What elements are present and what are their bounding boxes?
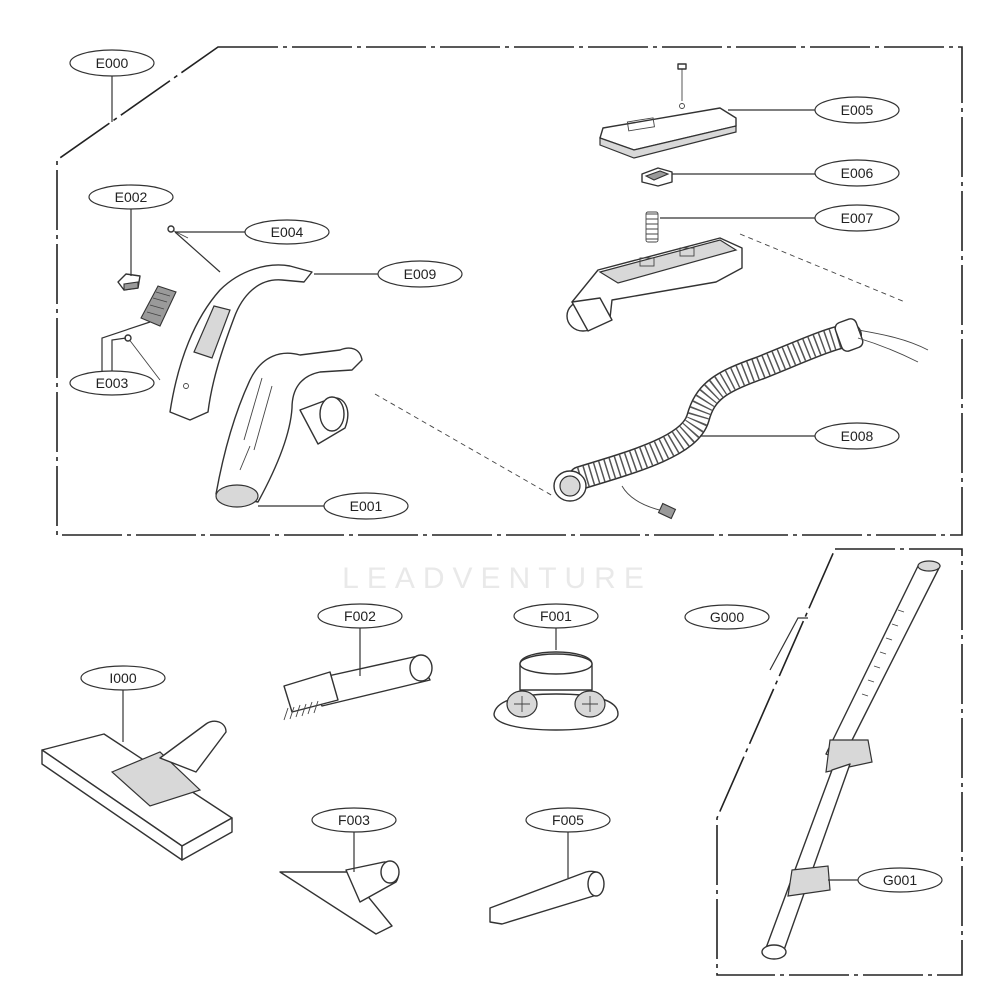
- svg-text:E008: E008: [841, 428, 874, 444]
- callout-f001: F001: [513, 603, 599, 629]
- svg-text:I000: I000: [109, 670, 136, 686]
- svg-text:G001: G001: [883, 872, 917, 888]
- callout-e001: E001: [323, 492, 409, 520]
- callout-e005: E005: [814, 96, 900, 124]
- group-box-e000: [56, 46, 963, 536]
- callout-i000: I000: [80, 665, 166, 691]
- part-f003-upholstery-tool: [279, 860, 400, 935]
- callout-e006: E006: [814, 159, 900, 187]
- svg-text:F001: F001: [540, 608, 572, 624]
- svg-text:F003: F003: [338, 812, 370, 828]
- part-e003-grip-insert: [124, 285, 177, 381]
- part-e007-spring: [645, 211, 659, 243]
- callout-e002: E002: [88, 184, 174, 210]
- callout-e008: E008: [814, 422, 900, 450]
- callout-e003: E003: [69, 370, 155, 396]
- part-e005-screw: [677, 63, 687, 96]
- callout-e004: E004: [244, 219, 330, 245]
- part-g000-telescopic-wand: [761, 560, 941, 960]
- svg-text:G000: G000: [710, 609, 744, 625]
- svg-text:E002: E002: [115, 189, 148, 205]
- part-e006-latch: [641, 167, 673, 187]
- callout-e009: E009: [377, 260, 463, 288]
- leader-lines: [101, 76, 858, 881]
- part-e009-grip-cover: [169, 264, 313, 421]
- svg-text:F005: F005: [552, 812, 584, 828]
- assembly-guide-hose: [374, 393, 554, 497]
- callout-e000: E000: [69, 49, 155, 77]
- callout-g001: G001: [857, 867, 943, 893]
- part-e008-flexible-hose: [553, 318, 929, 520]
- svg-text:E009: E009: [404, 266, 437, 282]
- part-f002-dusting-brush: [283, 654, 433, 721]
- callout-f002: F002: [317, 603, 403, 629]
- svg-text:E000: E000: [96, 55, 129, 71]
- svg-text:E004: E004: [271, 224, 304, 240]
- svg-text:E001: E001: [350, 498, 383, 514]
- svg-text:E005: E005: [841, 102, 874, 118]
- callout-f003: F003: [311, 807, 397, 833]
- assembly-guide-e: [739, 233, 906, 303]
- callout-f005: F005: [525, 807, 611, 833]
- svg-text:E006: E006: [841, 165, 874, 181]
- part-i000-floor-nozzle: [41, 720, 233, 861]
- part-f001-tool-clip: [493, 651, 619, 731]
- svg-text:E003: E003: [96, 375, 129, 391]
- group-box-g000: [716, 548, 963, 976]
- svg-text:F002: F002: [344, 608, 376, 624]
- part-handle-housing: [566, 237, 743, 332]
- part-e004-screw: [167, 225, 189, 239]
- part-f005-crevice-tool: [489, 870, 605, 925]
- svg-text:E007: E007: [841, 210, 874, 226]
- callout-g000: G000: [684, 604, 770, 630]
- callout-e007: E007: [814, 204, 900, 232]
- part-e002-button: [117, 273, 141, 291]
- watermark-text: LEADVENTURE: [342, 562, 652, 595]
- part-e005-cover-plate: [599, 103, 737, 159]
- part-e001-handle-body: [215, 347, 363, 508]
